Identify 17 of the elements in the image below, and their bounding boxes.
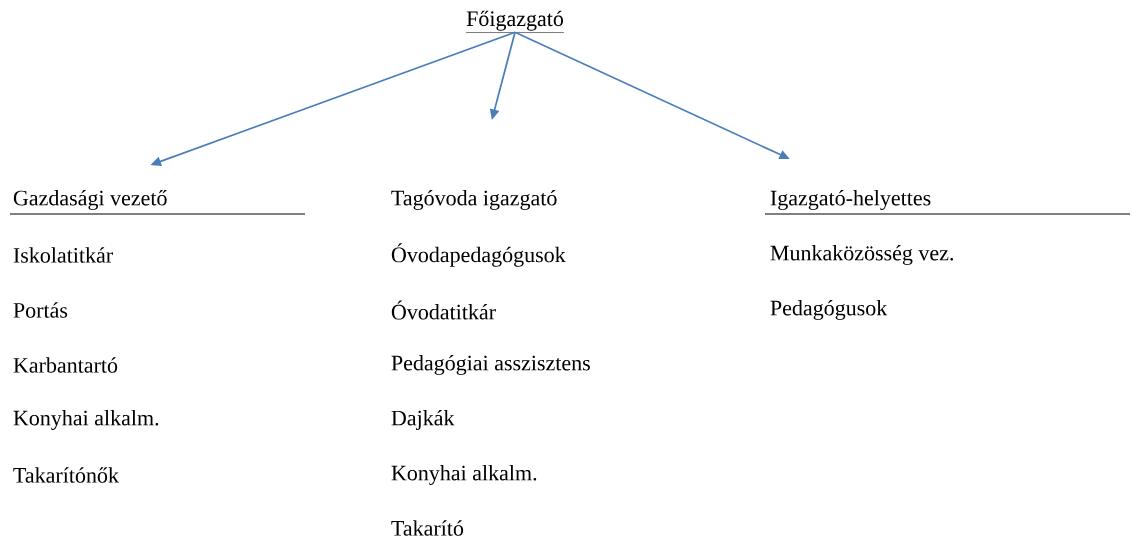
heading: Gazdasági vezető [13,190,167,210]
list-item: Portás [13,302,68,318]
list-item: Óvodatitkár [391,300,496,320]
list-item: Dajkák [391,410,455,430]
heading: Tagóvoda igazgató [391,190,557,210]
list-item: Karbantartó [13,357,118,373]
list-item: Takarítónők [13,467,119,483]
list-item: Takarító [391,520,464,536]
list-item: Konyhai alkalm. [391,465,537,485]
list-item: Konyhai alkalm. [13,410,159,430]
heading: Igazgató-helyettes [770,190,931,210]
list-item: Munkaközösség vez. [770,245,953,265]
list-item: Pedagógusok [770,300,888,320]
list-item: Iskolatitkár [13,247,113,263]
heading: Főigazgató [465,10,565,33]
list-item: Pedagógiai asszisztens [391,355,590,375]
list-item: Óvodapedagógusok [391,243,566,267]
